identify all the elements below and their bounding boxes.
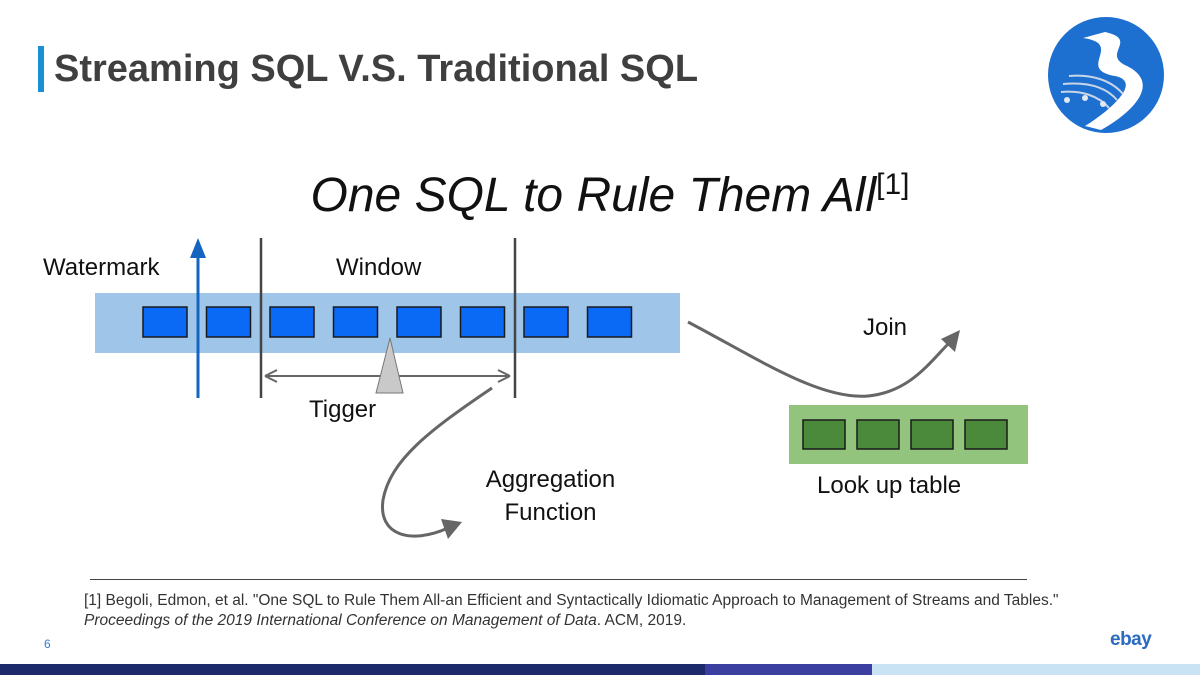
watermark-label: Watermark [43, 254, 160, 281]
headline-reference: [1] [876, 168, 910, 201]
stream-event-box [586, 306, 633, 338]
window-label: Window [336, 254, 422, 281]
stream-event-box [269, 306, 315, 338]
aggregation-arrowhead [441, 519, 462, 539]
join-label: Join [863, 314, 908, 341]
join-arrowhead [941, 330, 960, 352]
lookup-table-label: Look up table [817, 472, 962, 499]
footnote-venue: Proceedings of the 2019 International Co… [84, 612, 597, 629]
band-segment-dark [0, 664, 705, 675]
headline-text: One SQL to Rule Them All [310, 169, 877, 222]
trigger-marker [375, 337, 404, 394]
lookup-table-row [910, 419, 954, 450]
footnote: [1] Begoli, Edmon, et al. "One SQL to Ru… [84, 591, 1084, 631]
window-span-right-arrowhead [497, 369, 511, 383]
lookup-table-rows [802, 419, 1008, 450]
aggregation-label-line1: Aggregation [485, 466, 616, 493]
slide-title: Streaming SQL V.S. Traditional SQL [54, 48, 699, 90]
stream-event-box [523, 306, 569, 338]
band-segment-mid [705, 664, 872, 675]
lookup-table-row [802, 419, 846, 450]
headline: One SQL to Rule Them All[1] [0, 168, 1200, 223]
window-span-left-arrowhead [264, 369, 278, 383]
lookup-table-row [964, 419, 1008, 450]
stream-event-box [396, 306, 442, 338]
watermark-arrowhead [190, 238, 206, 258]
stream-events [142, 306, 633, 338]
band-segment-light [872, 664, 1200, 675]
stream-band [95, 293, 680, 353]
title-accent-bar [38, 46, 44, 92]
footnote-divider [90, 579, 1027, 580]
aggregation-label-line2: Function [504, 499, 597, 526]
join-arrow [687, 320, 952, 398]
stream-event-box [205, 306, 252, 338]
footnote-ref: [1] [84, 592, 102, 609]
streaming-logo-icon [1048, 17, 1164, 133]
footnote-tail: . ACM, 2019. [596, 612, 687, 629]
lookup-table-row [856, 419, 900, 450]
stream-event-box [459, 306, 506, 338]
trigger-label: Tigger [309, 396, 377, 423]
bottom-color-band [0, 664, 1200, 675]
aggregation-arrow [381, 386, 493, 538]
stream-event-box [332, 306, 379, 338]
page-number: 6 [44, 637, 51, 651]
footnote-text: Begoli, Edmon, et al. "One SQL to Rule T… [101, 592, 1059, 609]
stream-event-box [142, 306, 188, 338]
ebay-logo: ebay [1110, 629, 1152, 650]
